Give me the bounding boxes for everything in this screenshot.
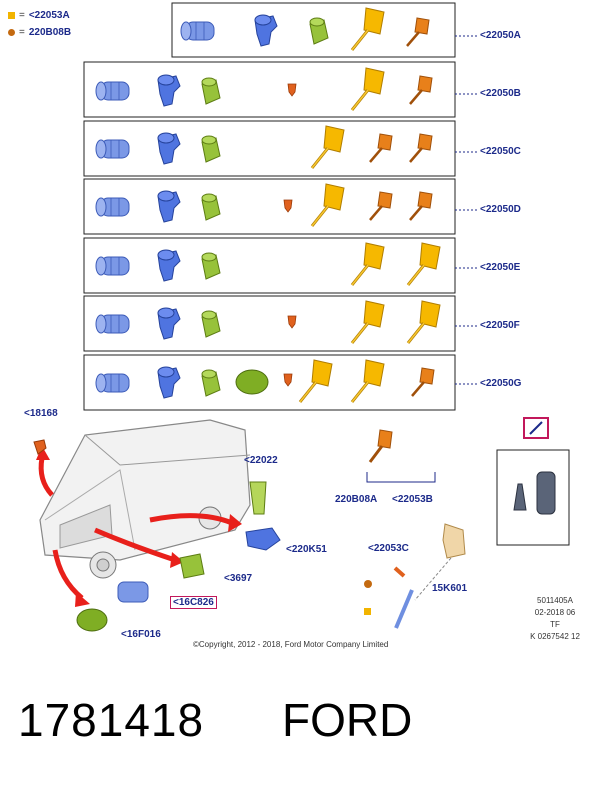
callout-220k51: <220K51 xyxy=(286,544,327,555)
callout-22022: <22022 xyxy=(244,455,278,466)
row-label-g: <22050G xyxy=(480,378,522,389)
callout-16f016: <16F016 xyxy=(121,629,161,640)
key-set-rows xyxy=(83,2,478,411)
legend-square-code: <22053A xyxy=(28,10,70,21)
callout-18168: <18168 xyxy=(24,408,58,419)
brand-name: FORD xyxy=(282,694,413,746)
van-icon xyxy=(39,419,251,579)
row-label-d: <22050D xyxy=(480,204,521,215)
reference-line-1: 5011405A xyxy=(537,596,573,605)
callout-220b08a: 220B08A xyxy=(335,494,378,505)
reference-line-3: TF xyxy=(550,620,560,629)
legend-square-row: = <22053A xyxy=(8,10,70,21)
legend-circle-row: = 220B08B xyxy=(8,27,71,38)
vehicle-lock-illustration xyxy=(33,417,570,632)
legend-circle-code: 220B08B xyxy=(28,27,72,38)
row-label-f: <22050F xyxy=(480,320,520,331)
row-label-e: <22050E xyxy=(480,262,521,273)
legend-equals-2: = xyxy=(19,27,25,38)
part-number: 1781418 xyxy=(18,694,205,746)
brown-circle-icon xyxy=(8,29,15,36)
callout-16c826: <16C826 xyxy=(170,596,217,609)
row-label-a: <22050A xyxy=(480,30,521,41)
callout-22053c: <22053C xyxy=(368,543,409,554)
legend-equals: = xyxy=(19,10,25,21)
copyright-text: ©Copyright, 2012 - 2018, Ford Motor Comp… xyxy=(193,640,389,649)
row-label-b: <22050B xyxy=(480,88,521,99)
callout-15k601: 15K601 xyxy=(432,583,468,594)
callout-22053b: <22053B xyxy=(392,494,433,505)
reference-line-4: K 0267542 12 xyxy=(530,632,580,641)
callout-3697: <3697 xyxy=(224,573,253,584)
row-label-c: <22050C xyxy=(480,146,521,157)
reference-line-2: 02-2018 06 xyxy=(534,608,576,617)
yellow-square-icon xyxy=(8,12,15,19)
